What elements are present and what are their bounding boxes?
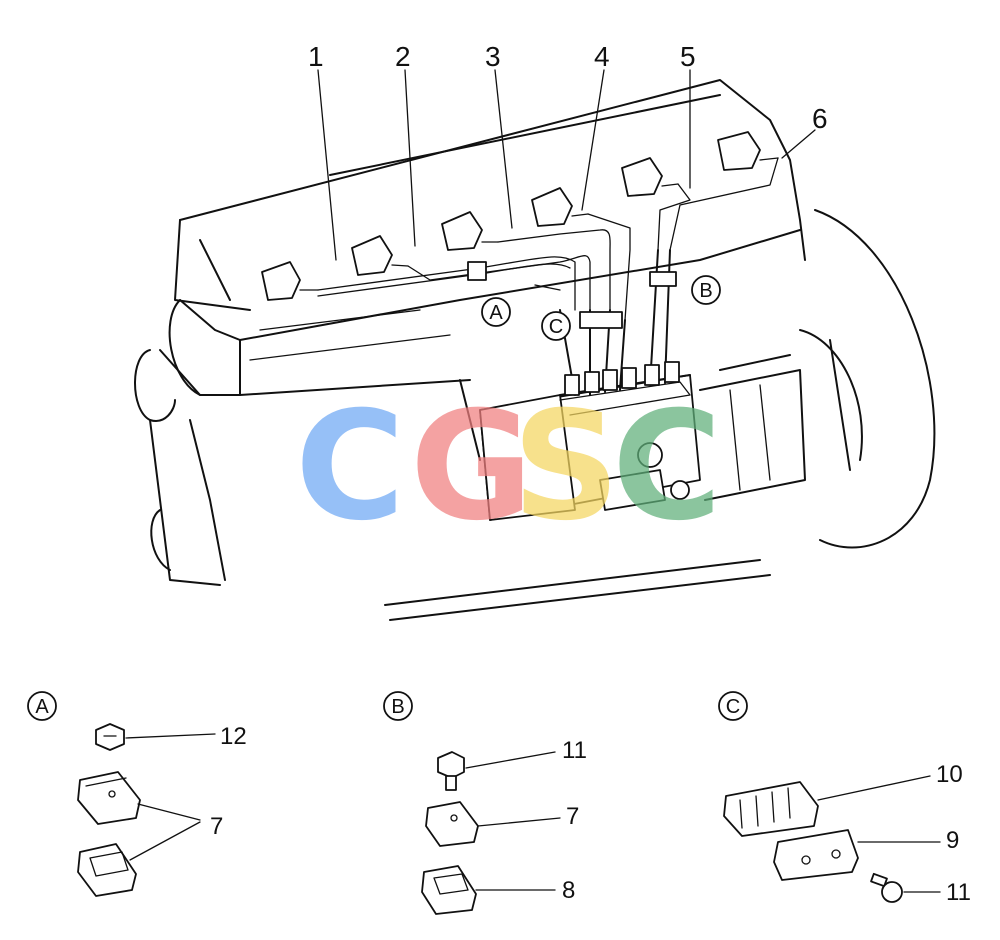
callout-4: 4: [594, 41, 610, 72]
detail-a: A 12 7: [27, 691, 247, 897]
callout-10: 10: [936, 761, 963, 788]
callout-7b: 7: [566, 803, 579, 830]
injector-nozzles: [261, 131, 779, 301]
watermark-letter-1: C: [295, 380, 405, 554]
svg-text:C: C: [549, 316, 563, 338]
callout-11b: 11: [946, 879, 971, 906]
injection-pump: [479, 249, 701, 521]
detail-c-marker: C: [726, 696, 740, 718]
clamp-part-10: [723, 781, 819, 837]
svg-text:B: B: [699, 280, 712, 302]
callout-12: 12: [220, 723, 247, 750]
callout-3: 3: [485, 41, 501, 72]
callout-6: 6: [812, 103, 828, 134]
clamp-part-7-upper: [77, 771, 141, 825]
marker-c-main: C: [541, 311, 571, 341]
svg-text:A: A: [489, 302, 503, 324]
marker-a-main: A: [481, 297, 511, 327]
bolt-part-11-b: [437, 751, 465, 779]
watermark-letter-3: S: [512, 380, 620, 554]
watermark-letter-4: C: [612, 380, 722, 554]
plate-part-9: [773, 829, 859, 881]
callout-5: 5: [680, 41, 696, 72]
clamp-part-7-b: [425, 801, 479, 847]
injection-pipes: [317, 157, 779, 329]
leader-lines: [317, 69, 816, 291]
callout-9: 9: [946, 827, 959, 854]
detail-b-marker: B: [391, 696, 404, 718]
detail-a-marker: A: [35, 696, 49, 718]
nut-part-12: [95, 723, 125, 751]
clamp-c: [579, 311, 623, 329]
callout-2: 2: [395, 41, 411, 72]
callout-7a: 7: [210, 813, 223, 840]
detail-c: C 10 9 11: [718, 691, 971, 906]
detail-b: B 11 7 8: [383, 691, 587, 915]
callout-11a: 11: [562, 737, 587, 764]
marker-b-main: B: [691, 275, 721, 305]
callout-8: 8: [562, 877, 575, 904]
bolt-part-11-c: [881, 881, 903, 903]
clamp-b: [649, 271, 677, 287]
engine-outline: [134, 79, 936, 621]
callout-1: 1: [308, 41, 324, 72]
watermark-letter-2: G: [410, 380, 533, 554]
clamp-a: [467, 261, 487, 281]
